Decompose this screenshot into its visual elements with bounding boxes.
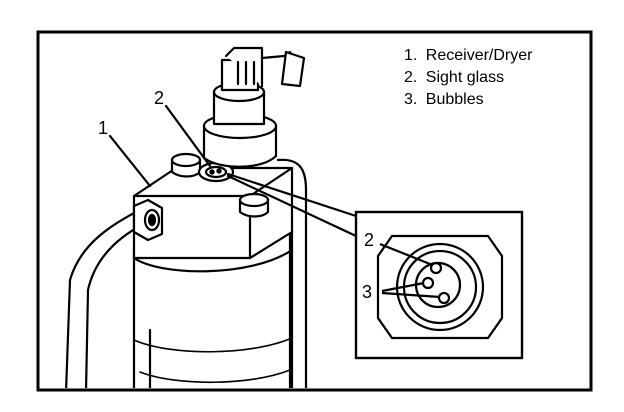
callout-receiver-dryer: 1: [98, 118, 108, 138]
bubble-icon: [429, 261, 443, 275]
leader-inset-sight-glass: [379, 242, 431, 266]
dryer-cylinder: [132, 228, 294, 388]
leader-inset-bubble-2: [381, 291, 441, 299]
callout-inset-sight-glass: 2: [364, 230, 374, 250]
inset-hex-nut: [376, 234, 504, 340]
legend: 1. Receiver/Dryer 2. Sight glass 3. Bubb…: [404, 47, 533, 108]
legend-label: Receiver/Dryer: [426, 47, 533, 64]
figure-frame: [36, 30, 593, 392]
legend-item-sight-glass: 2. Sight glass: [404, 69, 504, 86]
zoom-leader-lines: [226, 172, 358, 238]
leader-inset-bubble-1: [381, 281, 425, 293]
header-bolt-right: [238, 192, 270, 218]
side-fitting: [132, 198, 164, 242]
legend-item-bubbles: 3. Bubbles: [404, 91, 484, 108]
sight-glass-inset: [354, 210, 524, 360]
legend-number: 3.: [404, 91, 417, 108]
legend-item-receiver-dryer: 1. Receiver/Dryer: [404, 47, 533, 64]
legend-label: Sight glass: [426, 69, 504, 86]
leader-sight-glass: [164, 104, 212, 168]
pressure-switch: [202, 81, 278, 168]
callout-sight-glass: 2: [154, 88, 164, 108]
inset-box: [354, 210, 524, 360]
refrigerant-tube-left: [65, 208, 142, 388]
legend-number: 2.: [404, 69, 417, 86]
header-bolt-left: [170, 152, 202, 178]
legend-number: 1.: [404, 47, 417, 64]
legend-label: Bubbles: [426, 91, 484, 108]
sight-glass-small: [197, 161, 235, 183]
illustration: [65, 46, 358, 388]
callout-inset-bubbles: 3: [362, 282, 372, 302]
leader-receiver-dryer: [108, 134, 152, 188]
inset-outer-ring: [395, 242, 485, 332]
electrical-connector: [220, 46, 306, 92]
